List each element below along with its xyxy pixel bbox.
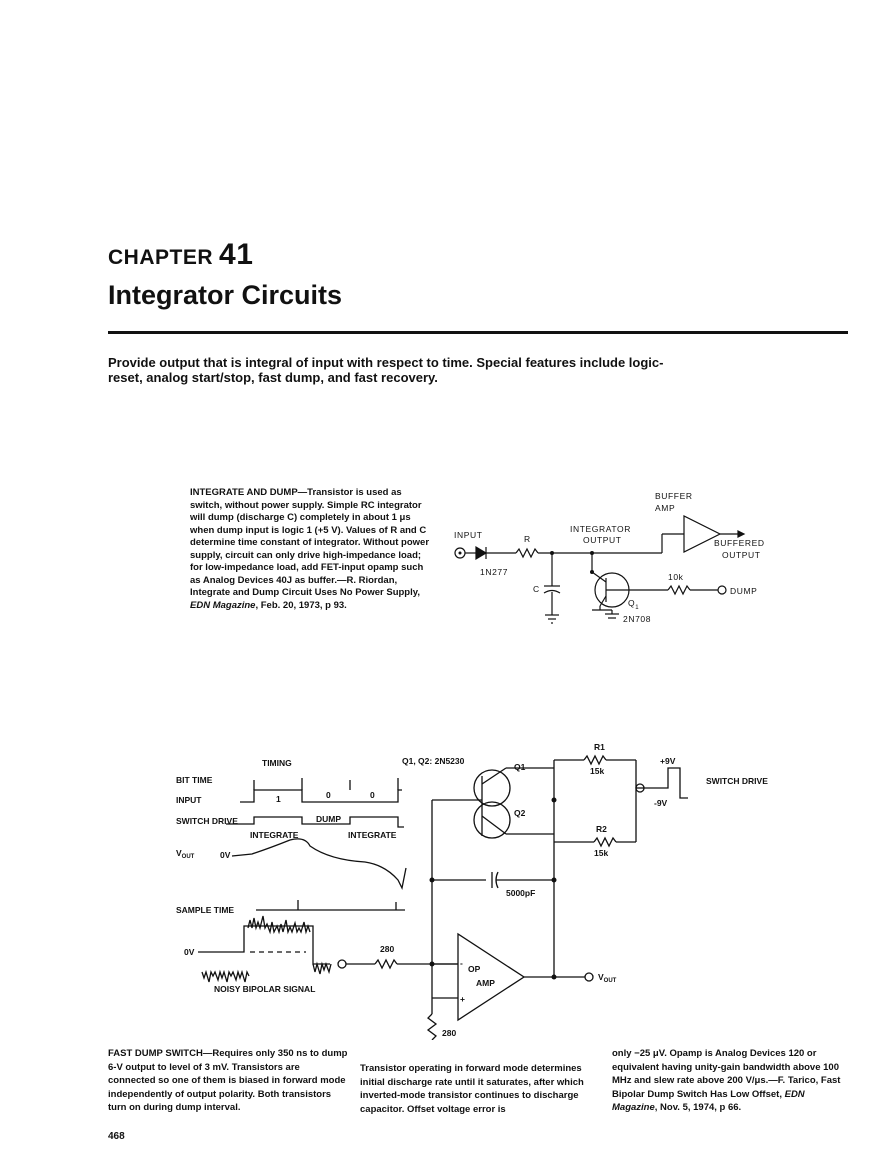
caption2-col3: only −25 μV. Opamp is Analog Devices 120… xyxy=(612,1048,841,1100)
buffered-label-2: OUTPUT xyxy=(722,550,761,560)
caption2-col1: —Requires only 350 ns to dump 6-V output… xyxy=(108,1048,348,1113)
integrator-label-1: INTEGRATOR xyxy=(570,524,631,534)
plus9v-label: +9V xyxy=(660,756,676,766)
page-number: 468 xyxy=(108,1131,125,1142)
bit-1-label: 1 xyxy=(276,794,281,804)
title-rule xyxy=(108,331,848,334)
fast-dump-schematic: TIMING BIT TIME INPUT 1 0 0 SWITCH DRIVE… xyxy=(176,742,768,1040)
transistor-types-label: Q1, Q2: 2N5230 xyxy=(402,756,465,766)
minus-input: - xyxy=(460,958,463,968)
fast-dump-caption-col2: Transistor operating in forward mode det… xyxy=(360,1063,584,1115)
r2-value: 15k xyxy=(594,848,608,858)
switch-drive-label: SWITCH DRIVE xyxy=(176,816,238,826)
zero-v-label: 0V xyxy=(220,850,231,860)
caption-date: , Feb. 20, 1973, p 93. xyxy=(255,599,347,611)
sample-time-label: SAMPLE TIME xyxy=(176,905,234,915)
fast-dump-caption-col1: FAST DUMP SWITCH—Requires only 350 ns to… xyxy=(108,1047,348,1115)
dump-label: DUMP xyxy=(730,586,757,596)
input-label: INPUT xyxy=(454,530,483,540)
switch-drive-right-label: SWITCH DRIVE xyxy=(706,776,768,786)
r280a-label: 280 xyxy=(380,944,394,954)
r280b-label: 280 xyxy=(442,1028,456,1038)
caption-lead: INTEGRATE AND DUMP xyxy=(190,487,298,498)
caption-body: —Transistor is used as switch, without p… xyxy=(190,487,430,598)
r2-label: R2 xyxy=(596,824,607,834)
chapter-number: 41 xyxy=(219,238,254,271)
r1-value: 15k xyxy=(590,766,604,776)
r10k-label: 10k xyxy=(668,572,684,582)
op-label: OP xyxy=(468,964,481,974)
buffered-label-1: BUFFERED xyxy=(714,538,765,548)
amp-label: AMP xyxy=(476,978,495,988)
q1-label: Q1 xyxy=(628,598,639,611)
buffer-label-1: BUFFER xyxy=(655,491,693,501)
capacitor-label: C xyxy=(533,584,540,594)
timing-label: TIMING xyxy=(262,758,292,768)
resistor-label: R xyxy=(524,534,531,544)
integrate-label-a: INTEGRATE xyxy=(250,830,299,840)
fast-dump-caption-col3: only −25 μV. Opamp is Analog Devices 120… xyxy=(612,1047,852,1115)
caption2-lead: FAST DUMP SWITCH xyxy=(108,1048,203,1059)
q1-label-2: Q1 xyxy=(514,762,526,772)
minus9v-label: -9V xyxy=(654,798,668,808)
capacitor-value: 5000pF xyxy=(506,888,535,898)
integrate-label-b: INTEGRATE xyxy=(348,830,397,840)
q2-label: Q2 xyxy=(514,808,526,818)
diode-label: 1N277 xyxy=(480,567,508,577)
zero-v-label-2: 0V xyxy=(184,947,195,957)
dump-label-2: DUMP xyxy=(316,814,341,824)
bit-time-label: BIT TIME xyxy=(176,775,213,785)
caption2-date: , Nov. 5, 1974, p 66. xyxy=(654,1102,742,1113)
bit-2-label: 0 xyxy=(326,790,331,800)
noisy-signal-label: NOISY BIPOLAR SIGNAL xyxy=(214,984,315,994)
plus-input: + xyxy=(460,994,465,1004)
r1-label: R1 xyxy=(594,742,605,752)
integrator-label-2: OUTPUT xyxy=(583,535,622,545)
input-label-2: INPUT xyxy=(176,795,202,805)
bit-3-label: 0 xyxy=(370,790,375,800)
transistor-label: 2N708 xyxy=(623,614,651,624)
buffer-label-2: AMP xyxy=(655,503,675,513)
caption-source: EDN Magazine xyxy=(190,599,256,611)
vout-right-label: VOUT xyxy=(598,972,617,984)
caption2-source: EDN Magazine xyxy=(612,1088,805,1114)
chapter-label: CHAPTER xyxy=(108,246,214,269)
integrate-dump-schematic: INPUT 1N277 R C INTEGRATOR OUTPUT BUFFER… xyxy=(454,491,765,624)
vout-label: VOUT xyxy=(176,848,195,860)
chapter-title: Integrator Circuits xyxy=(108,280,343,310)
integrate-dump-caption: INTEGRATE AND DUMP—Transistor is used as… xyxy=(190,487,430,612)
chapter-intro: Provide output that is integral of input… xyxy=(108,355,664,385)
